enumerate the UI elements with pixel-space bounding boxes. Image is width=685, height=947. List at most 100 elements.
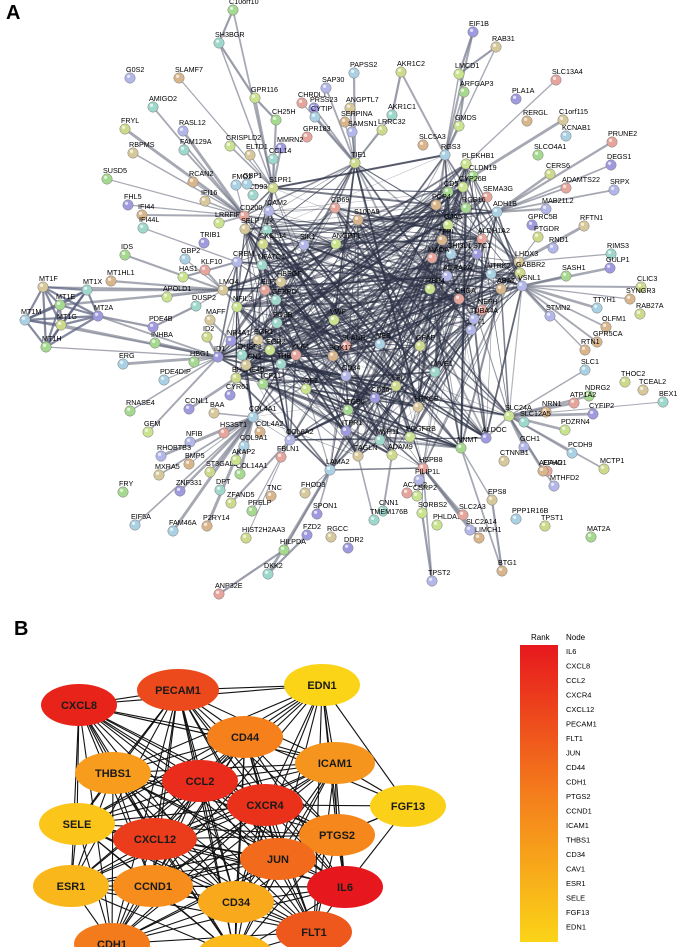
node-highlight — [456, 122, 460, 126]
node-circle — [559, 424, 571, 436]
network-node: FHL5 — [122, 192, 142, 211]
network-edge — [272, 187, 449, 193]
network-edge — [262, 383, 347, 432]
node-label: MT1F — [39, 274, 58, 283]
network-node: MAB21L2 — [540, 196, 574, 215]
node-circle — [201, 520, 213, 532]
network-edge — [508, 369, 586, 417]
node-highlight — [270, 184, 274, 188]
node-label: ACAA2 — [539, 458, 563, 467]
network-node: HIST2H2AA3 — [240, 525, 285, 544]
network-node: CCNL1 — [183, 396, 209, 415]
network-node: ADRA2A — [441, 263, 472, 282]
node-label: MT1H — [42, 334, 62, 343]
node-label: PAPSS2 — [350, 60, 377, 69]
node-label: STMN2 — [546, 303, 570, 312]
node-highlight — [470, 172, 474, 176]
node-label: ADH1B — [493, 199, 517, 208]
network-node: GCH1 — [518, 434, 540, 453]
network-edge — [275, 299, 347, 377]
network-node: FRY — [117, 479, 133, 498]
node-label: NNMT — [457, 435, 478, 444]
network-node: TPST2 — [426, 568, 450, 587]
node-label: CTNNB1 — [500, 448, 529, 457]
network-edge — [252, 416, 291, 441]
node-highlight — [84, 286, 88, 290]
network-edge — [266, 154, 446, 231]
hub-ellipse — [162, 760, 238, 802]
node-circle — [637, 384, 649, 396]
node-highlight — [569, 449, 573, 453]
node-highlight — [267, 346, 271, 350]
node-label: EGR2 — [266, 337, 286, 346]
node-label: RAB27A — [636, 301, 664, 310]
node-highlight — [127, 407, 131, 411]
network-edge — [280, 243, 337, 283]
network-node: RGCC — [325, 524, 348, 543]
node-label: FHL5 — [124, 192, 142, 201]
node-label: SERPINA — [341, 109, 373, 118]
node-label: ELTD1 — [246, 142, 268, 151]
node-circle — [213, 37, 225, 49]
network-edge — [289, 354, 297, 441]
node-highlight — [582, 366, 586, 370]
node-circle — [606, 136, 618, 148]
node-circle — [395, 66, 407, 78]
node-label: GPR183 — [303, 124, 331, 133]
network-node: CXCL14 — [257, 231, 286, 250]
hub-ellipse — [299, 814, 375, 856]
network-edge — [280, 175, 474, 283]
network-edge — [230, 340, 419, 408]
node-highlight — [259, 261, 263, 265]
network-edge — [357, 455, 375, 521]
hub-node-ccl2: CCL2 — [162, 760, 238, 802]
hub-node-edn1: EDN1 — [284, 664, 360, 706]
network-node: S100A9 — [352, 207, 380, 226]
node-highlight — [201, 239, 205, 243]
node-label: CH25H — [272, 107, 296, 116]
node-highlight — [489, 496, 493, 500]
network-node: ID2 — [201, 324, 214, 343]
node-label: HS3ST1 — [220, 420, 247, 429]
node-circle — [124, 72, 136, 84]
hub-ellipse — [284, 664, 360, 706]
network-node: DPT — [214, 477, 231, 496]
node-label: MAFF — [206, 307, 226, 316]
node-label: LAMA2 — [326, 457, 350, 466]
node-circle — [218, 427, 230, 439]
network-edge — [450, 253, 492, 275]
node-circle — [426, 575, 438, 587]
node-circle — [129, 519, 141, 531]
network-node: HILPDA — [278, 537, 306, 556]
node-circle — [101, 173, 113, 185]
network-edge — [204, 200, 245, 217]
node-circle — [208, 407, 220, 419]
node-circle — [296, 97, 308, 109]
hub-label: CD34 — [222, 897, 251, 909]
network-node: MT1M — [19, 307, 41, 326]
node-circle — [329, 202, 341, 214]
node-label: C1orf115 — [559, 107, 588, 116]
network-node: KLF4 — [290, 342, 309, 361]
node-circle — [224, 389, 236, 401]
network-edge — [431, 257, 523, 287]
node-circle — [231, 301, 243, 313]
network-edge — [303, 244, 483, 311]
node-highlight — [460, 183, 464, 187]
node-label: NTRK2 — [487, 261, 511, 270]
node-label: CCL14 — [269, 146, 291, 155]
node-highlight — [108, 277, 112, 281]
node-highlight — [145, 428, 149, 432]
node-highlight — [125, 201, 129, 205]
node-circle — [275, 276, 287, 288]
network-node: CD93 — [247, 182, 267, 201]
node-highlight — [601, 465, 605, 469]
network-node: SLC13A4 — [550, 67, 583, 86]
network-edge — [521, 284, 598, 310]
node-highlight — [434, 521, 438, 526]
node-label: CYFIP2 — [589, 401, 614, 410]
network-node: CSRP2 — [411, 483, 437, 502]
node-highlight — [562, 426, 566, 430]
network-node: ELTD1 — [244, 142, 268, 161]
node-highlight — [343, 342, 347, 346]
